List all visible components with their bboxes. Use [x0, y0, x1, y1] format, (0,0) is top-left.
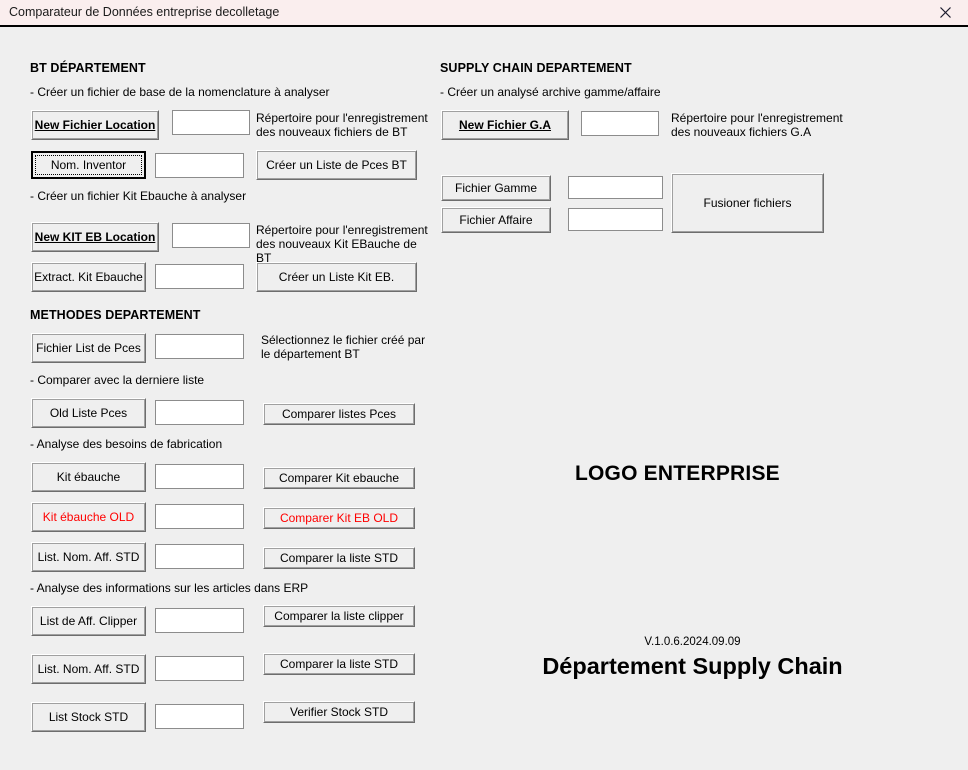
- hint-creer-fichier-kit-ebauche: - Créer un fichier Kit Ebauche à analyse…: [30, 189, 247, 203]
- new-kit-eb-location-button[interactable]: New KIT EB Location: [31, 222, 159, 252]
- list-de-aff-clipper-button[interactable]: List de Aff. Clipper: [31, 606, 146, 636]
- new-fichier-ga-button[interactable]: New Fichier G.A: [441, 110, 569, 140]
- logo-enterprise: LOGO ENTERPRISE: [575, 462, 780, 485]
- window-titlebar: Comparateur de Données entreprise decoll…: [0, 0, 968, 27]
- window-title: Comparateur de Données entreprise decoll…: [9, 5, 280, 19]
- nom-inventor-input[interactable]: [155, 153, 244, 178]
- creer-liste-kit-eb-button[interactable]: Créer un Liste Kit EB.: [256, 262, 417, 292]
- kit-ebauche-input[interactable]: [155, 464, 244, 489]
- extract-kit-ebauche-input[interactable]: [155, 264, 244, 289]
- close-button[interactable]: [923, 0, 968, 25]
- note-repertoire-bt: Répertoire pour l'enregistrement des nou…: [256, 111, 428, 139]
- comparer-la-liste-clipper-button[interactable]: Comparer la liste clipper: [263, 605, 415, 627]
- comparer-kit-eb-old-button[interactable]: Comparer Kit EB OLD: [263, 507, 415, 529]
- fichier-list-de-pces-button[interactable]: Fichier List de Pces: [31, 333, 146, 363]
- comparer-la-liste-std-button-1[interactable]: Comparer la liste STD: [263, 547, 415, 569]
- department-title: Département Supply Chain: [542, 653, 843, 679]
- verifier-stock-std-button[interactable]: Verifier Stock STD: [263, 701, 415, 723]
- heading-supply-chain-departement: SUPPLY CHAIN DEPARTEMENT: [440, 61, 632, 75]
- new-fichier-location-button[interactable]: New Fichier Location: [31, 110, 159, 140]
- form-canvas: BT DÉPARTEMENT - Créer un fichier de bas…: [0, 27, 968, 770]
- hint-analyse-besoins-fabrication: - Analyse des besoins de fabrication: [30, 437, 223, 451]
- comparer-kit-ebauche-button[interactable]: Comparer Kit ebauche: [263, 467, 415, 489]
- extract-kit-ebauche-button[interactable]: Extract. Kit Ebauche: [31, 262, 146, 292]
- old-liste-pces-input[interactable]: [155, 400, 244, 425]
- new-fichier-ga-input[interactable]: [581, 111, 659, 136]
- note-repertoire-kit-eb: Répertoire pour l'enregistrement des nou…: [256, 223, 428, 265]
- list-nom-aff-std-button-1[interactable]: List. Nom. Aff. STD: [31, 542, 146, 572]
- fusioner-fichiers-button[interactable]: Fusioner fichiers: [671, 173, 824, 233]
- hint-creer-fichier-nomenclature: - Créer un fichier de base de la nomencl…: [30, 85, 330, 99]
- kit-ebauche-old-input[interactable]: [155, 504, 244, 529]
- list-nom-aff-std-input-2[interactable]: [155, 656, 244, 681]
- close-icon: [939, 6, 952, 19]
- comparer-la-liste-std-button-2[interactable]: Comparer la liste STD: [263, 653, 415, 675]
- nom-inventor-button[interactable]: Nom. Inventor: [31, 151, 146, 179]
- fichier-gamme-button[interactable]: Fichier Gamme: [441, 175, 551, 201]
- fichier-affaire-input[interactable]: [568, 208, 663, 231]
- note-repertoire-ga: Répertoire pour l'enregistrement des nou…: [671, 111, 843, 139]
- fichier-list-de-pces-input[interactable]: [155, 334, 244, 359]
- new-kit-eb-location-input[interactable]: [172, 223, 250, 248]
- hint-creer-analyse-archive: - Créer un analysé archive gamme/affaire: [440, 85, 661, 99]
- old-liste-pces-button[interactable]: Old Liste Pces: [31, 398, 146, 428]
- list-stock-std-input[interactable]: [155, 704, 244, 729]
- hint-analyse-informations-erp: - Analyse des informations sur les artic…: [30, 581, 309, 595]
- kit-ebauche-old-button[interactable]: Kit ébauche OLD: [31, 502, 146, 532]
- fichier-affaire-button[interactable]: Fichier Affaire: [441, 207, 551, 233]
- hint-comparer-derniere-liste: - Comparer avec la derniere liste: [30, 373, 205, 387]
- list-nom-aff-std-button-2[interactable]: List. Nom. Aff. STD: [31, 654, 146, 684]
- fichier-gamme-input[interactable]: [568, 176, 663, 199]
- note-selectionnez-fichier: Sélectionnez le fichier créé par le dépa…: [261, 333, 426, 361]
- app-version: V.1.0.6.2024.09.09: [644, 636, 741, 648]
- heading-methodes-departement: METHODES DEPARTEMENT: [30, 308, 201, 322]
- list-de-aff-clipper-input[interactable]: [155, 608, 244, 633]
- list-stock-std-button[interactable]: List Stock STD: [31, 702, 146, 732]
- comparer-listes-pces-button[interactable]: Comparer listes Pces: [263, 403, 415, 425]
- new-fichier-location-input[interactable]: [172, 110, 250, 135]
- heading-bt-departement: BT DÉPARTEMENT: [30, 61, 146, 75]
- list-nom-aff-std-input-1[interactable]: [155, 544, 244, 569]
- creer-liste-pces-bt-button[interactable]: Créer un Liste de Pces BT: [256, 150, 417, 180]
- kit-ebauche-button[interactable]: Kit ébauche: [31, 462, 146, 492]
